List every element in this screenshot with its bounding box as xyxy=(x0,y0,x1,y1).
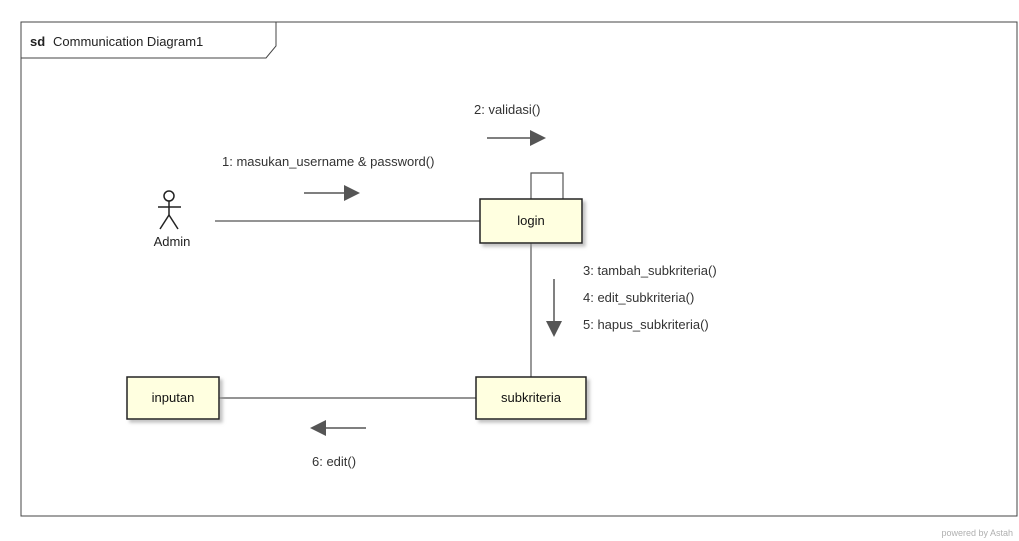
powered-by-text: powered by Astah xyxy=(941,528,1013,538)
frame-title: Communication Diagram1 xyxy=(53,34,203,49)
self-link-login xyxy=(530,172,564,199)
message-6: 6: edit() xyxy=(312,454,356,469)
object-subkriteria: subkriteria xyxy=(475,376,587,420)
actor-name: Admin xyxy=(154,234,191,249)
arrow-down-icon xyxy=(546,279,562,337)
message-4: 4: edit_subkriteria() xyxy=(583,290,694,305)
message-2: 2: validasi() xyxy=(474,102,540,117)
arrow-right-icon xyxy=(487,130,546,146)
message-3: 3: tambah_subkriteria() xyxy=(583,263,717,278)
object-inputan-label: inputan xyxy=(152,390,195,405)
frame-title-tab xyxy=(20,21,277,59)
object-subkriteria-label: subkriteria xyxy=(501,390,562,405)
object-inputan: inputan xyxy=(126,376,220,420)
object-login-label: login xyxy=(517,213,544,228)
actor-admin xyxy=(158,190,181,230)
message-5: 5: hapus_subkriteria() xyxy=(583,317,709,332)
message-1: 1: masukan_username & password() xyxy=(222,154,434,169)
object-login: login xyxy=(479,198,583,244)
arrow-left-icon xyxy=(310,420,366,436)
arrow-right-icon xyxy=(304,185,360,201)
frame-kind: sd xyxy=(30,34,45,49)
diagram-frame xyxy=(20,21,1018,517)
